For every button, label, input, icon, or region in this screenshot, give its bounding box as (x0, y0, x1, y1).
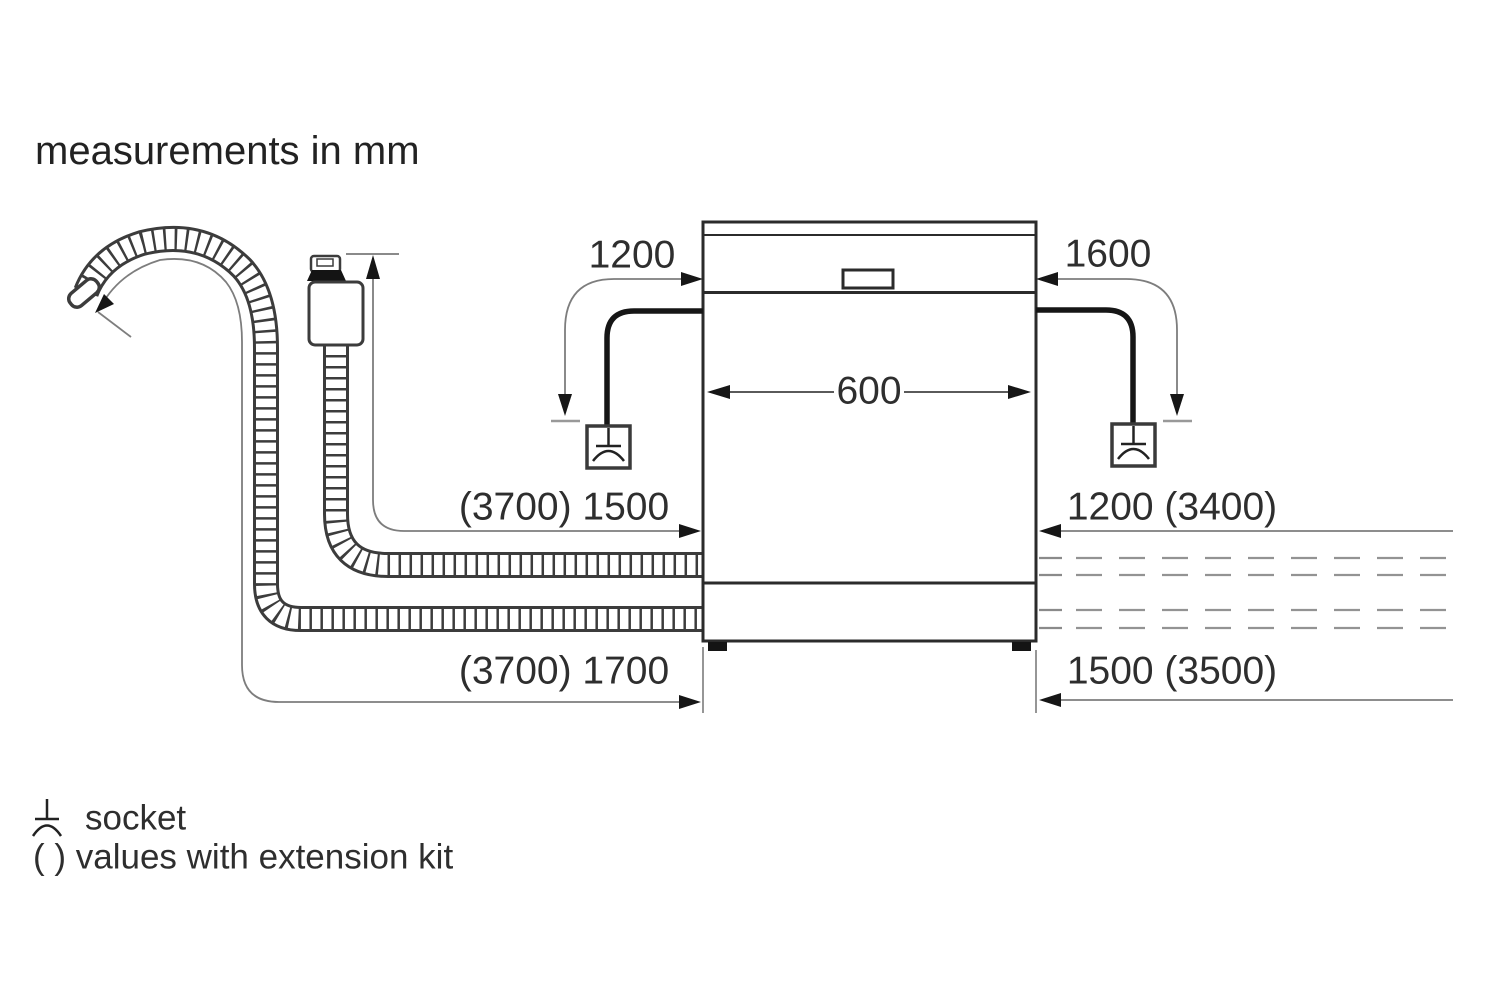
legend-socket-label: socket (85, 798, 187, 838)
arrowhead-down (1170, 394, 1184, 416)
socket-icon (31, 799, 63, 837)
dimension-supply-hose (346, 253, 701, 538)
dimension-drain-hose (95, 258, 701, 709)
connector-seal (307, 270, 346, 281)
dimension-right-upper (1039, 524, 1453, 538)
arrowhead-right (681, 272, 703, 286)
dimension-label-supply: (3700) 1500 (458, 485, 670, 529)
door-handle (841, 268, 895, 290)
dimension-width-600 (707, 385, 1031, 399)
dimension-left-1200 (551, 272, 703, 423)
dimension-label-1200: 1200 (588, 233, 676, 277)
foot-left (708, 642, 727, 651)
drain-hose (66, 225, 703, 632)
dimension-label-1600: 1600 (1064, 232, 1152, 276)
aquastop-box (307, 280, 365, 347)
arrowhead-right (679, 695, 701, 709)
socket-icon (1117, 426, 1150, 460)
dimension-right-lower (1039, 693, 1453, 707)
title: measurements in mm (35, 129, 420, 173)
legend-extension-note: ( ) values with extension kit (33, 837, 454, 877)
arrowhead-up (366, 255, 380, 279)
dishwasher (701, 220, 1038, 651)
arrowhead-down-left (95, 294, 114, 313)
aquastop-valve (307, 254, 365, 347)
arrowhead-down (558, 394, 572, 416)
dimension-label-600: 600 (836, 369, 902, 413)
supply-hose (323, 344, 703, 578)
dimension-label-right-upper: 1200 (3400) (1066, 485, 1278, 529)
arrowhead-left (1036, 272, 1058, 286)
socket-box-left (585, 424, 632, 470)
dimension-label-right-lower: 1500 (3500) (1066, 649, 1278, 693)
foot-right (1012, 642, 1031, 651)
arrowhead-right (679, 524, 701, 538)
socket-box-right (1110, 422, 1157, 468)
arrowhead-left (1039, 693, 1061, 707)
extended-hoses-dashed (1039, 556, 1457, 630)
dimension-label-drain: (3700) 1700 (458, 649, 670, 693)
arrowhead-left (707, 385, 730, 399)
socket-icon (592, 428, 625, 462)
arrowhead-right (1008, 385, 1031, 399)
dimension-right-1600 (1036, 272, 1192, 423)
power-cable-left (604, 308, 703, 426)
drain-hose-end-cap (66, 277, 102, 309)
power-cable-right (1036, 307, 1136, 425)
arrowhead-left (1039, 524, 1061, 538)
